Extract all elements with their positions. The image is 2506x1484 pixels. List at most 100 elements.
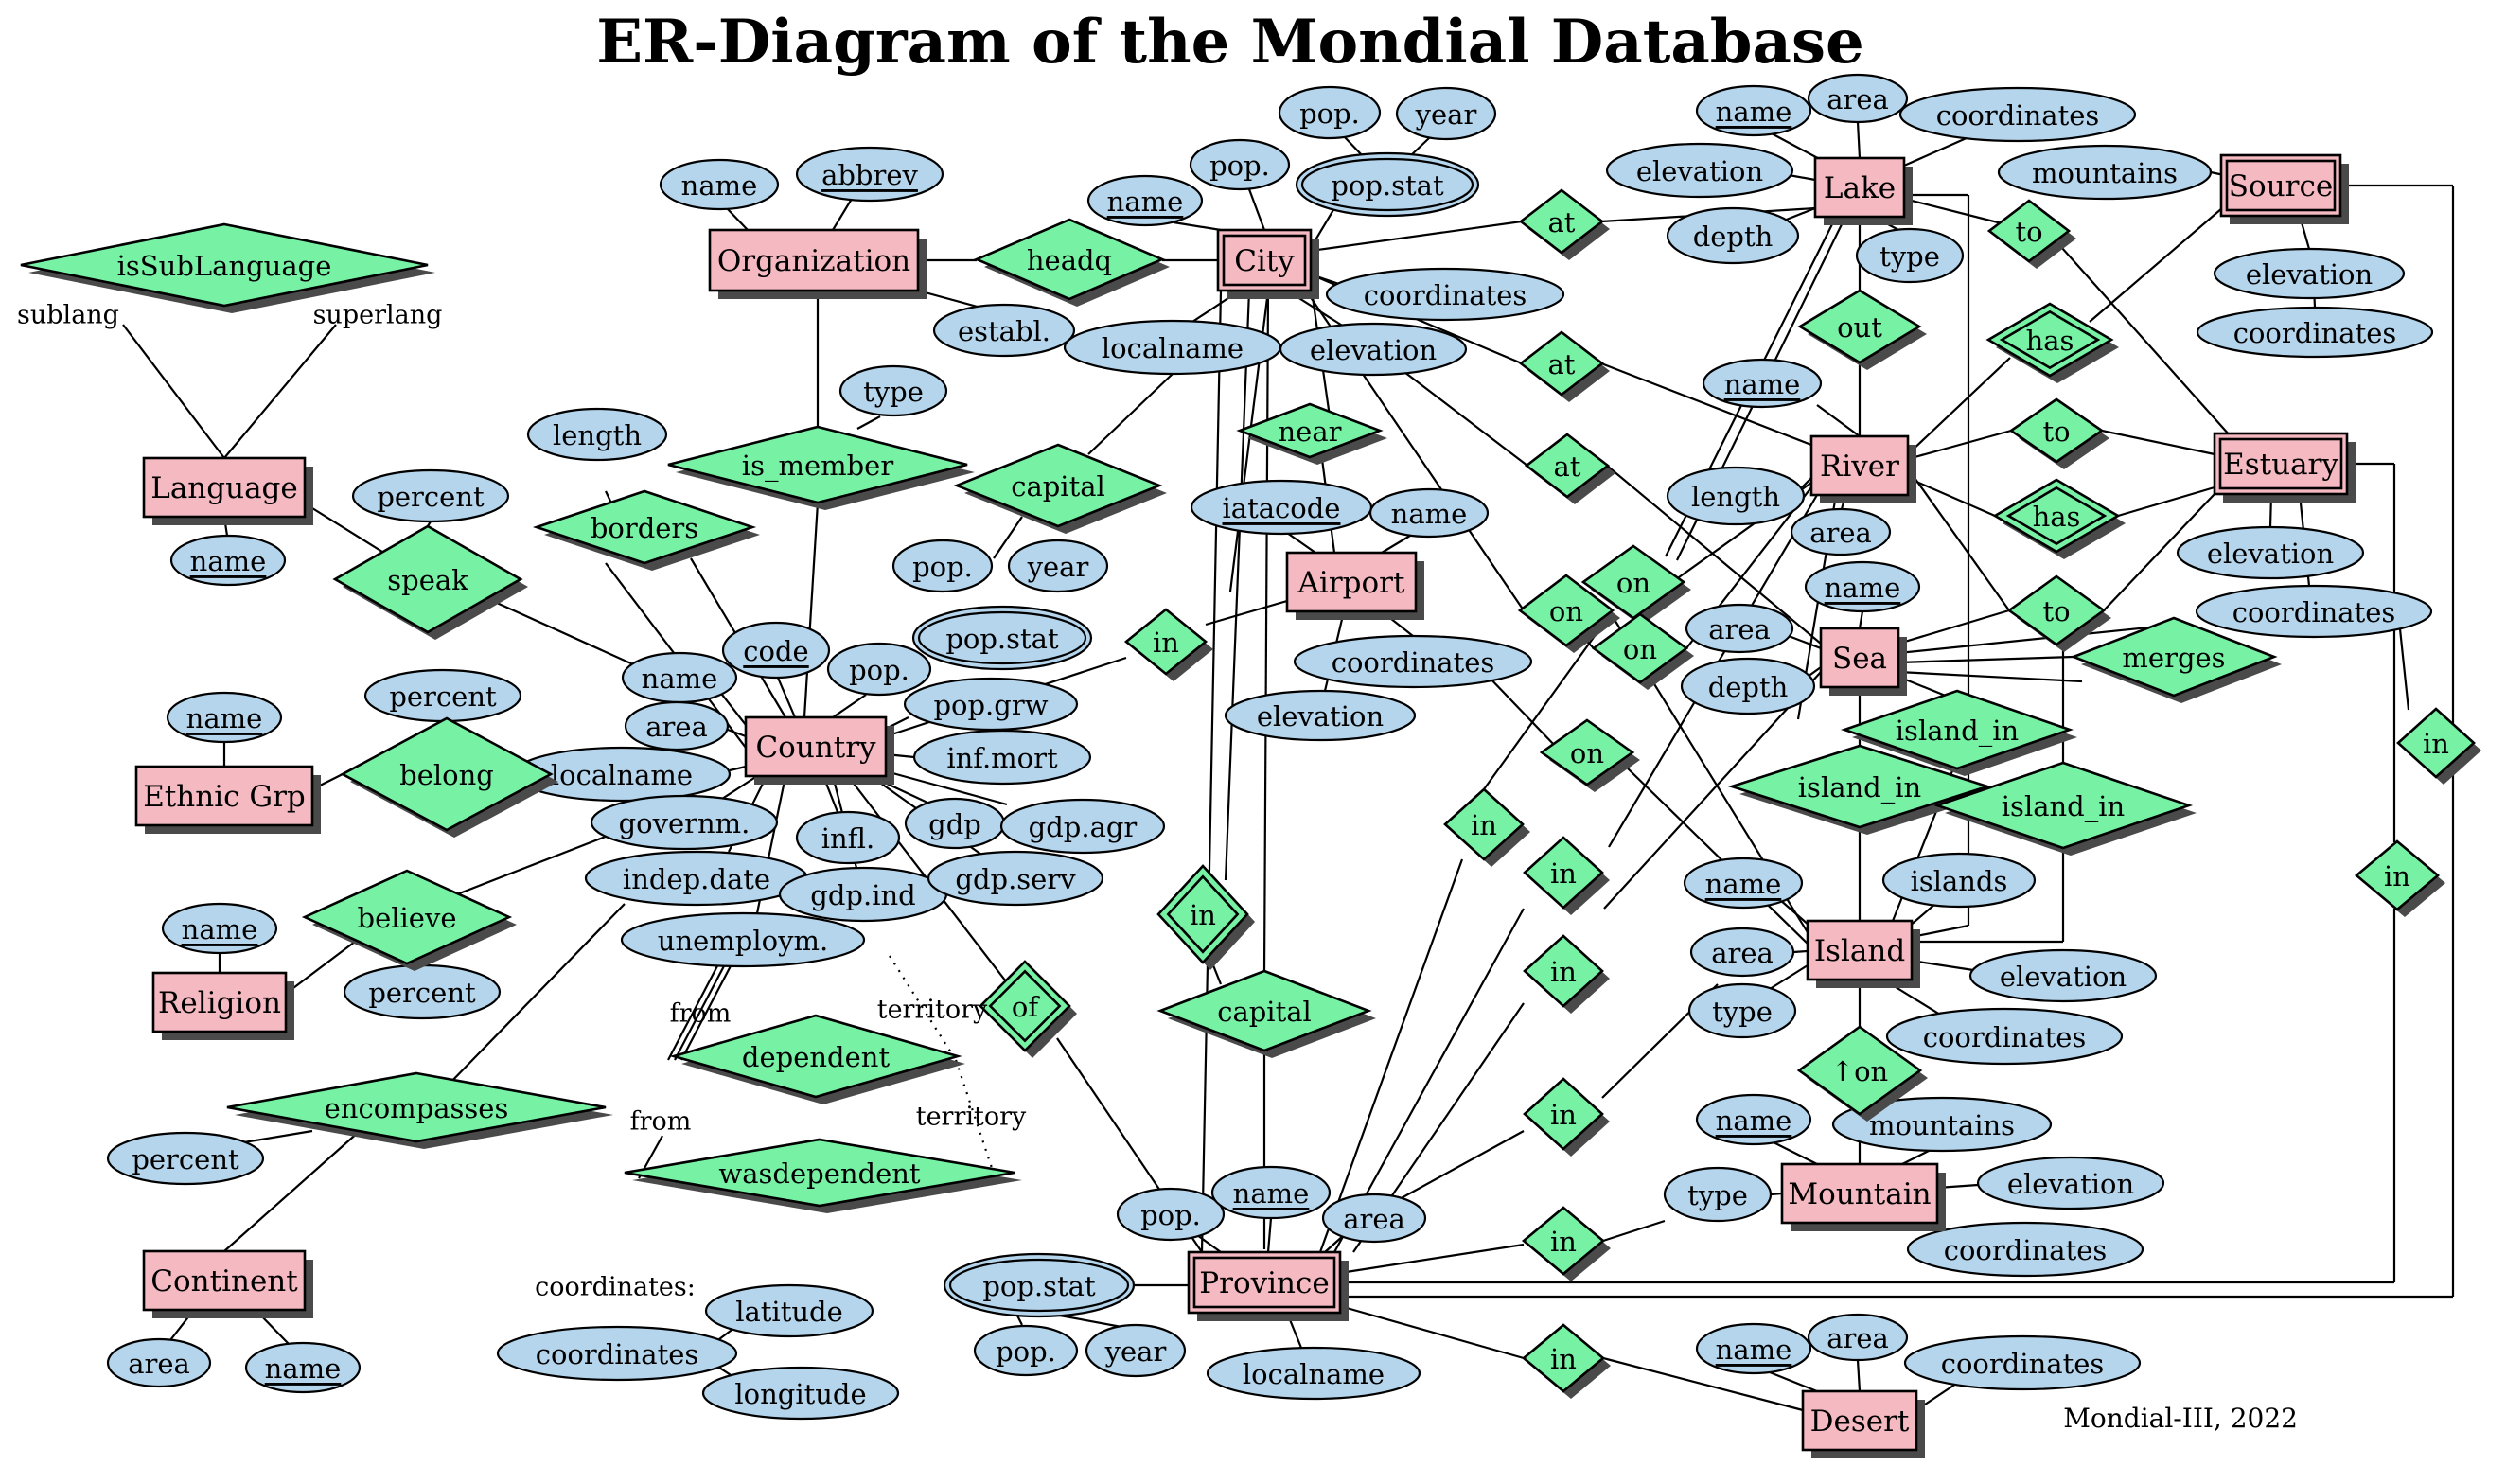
entity-religion: Religion — [151, 971, 294, 1040]
attribute-label: islands — [1911, 865, 2008, 897]
entity-label: Language — [150, 471, 298, 505]
relationship-label: believe — [358, 902, 457, 934]
attribute-c_localname: localname — [512, 746, 732, 803]
entity-continent: Continent — [142, 1249, 313, 1318]
attribute-airport_coord: coordinates — [1293, 634, 1533, 689]
relationship-label: encompasses — [325, 1092, 509, 1124]
relationship-label: out — [1837, 311, 1882, 344]
attribute-city_name: name — [1086, 174, 1204, 227]
entity-label: Continent — [150, 1264, 298, 1298]
attribute-label: percent — [132, 1143, 239, 1175]
attribute-label: area — [1711, 937, 1774, 969]
relationship-label: at — [1554, 450, 1581, 483]
role-label-sublang: sublang — [17, 301, 119, 330]
relationship-merges: merges — [2070, 616, 2282, 703]
attribute-label: percent — [389, 680, 497, 713]
attribute-isl_name: name — [1683, 857, 1804, 910]
attribute-label: coordinates — [1941, 1348, 2105, 1380]
relationship-in_p1: in — [1443, 787, 1530, 867]
attribute-label: percent — [368, 977, 476, 1009]
relationship-label: island_in — [2002, 790, 2125, 823]
relationship-has_est: has — [1992, 478, 2126, 559]
attribute-label: area — [1827, 83, 1889, 115]
diagram-title: ER-Diagram of the Mondial Database — [596, 7, 1864, 78]
attribute-label: area — [128, 1348, 190, 1380]
attribute-label: elevation — [2246, 258, 2373, 291]
relationship-label: is_member — [742, 450, 894, 483]
relationship-near: near — [1236, 402, 1387, 465]
attribute-label: abbrev — [821, 159, 918, 191]
attribute-label: pop. — [912, 551, 973, 583]
entity-source: Source — [2219, 153, 2349, 224]
attribute-believe_percent: percent — [343, 963, 502, 1020]
relationship-at_lake: at — [1518, 188, 1610, 260]
attribute-mtn_name: name — [1695, 1093, 1812, 1146]
attribute-label: year — [1104, 1335, 1167, 1368]
attribute-c_governm: governm. — [590, 794, 779, 851]
relationship-to_lake: to — [1986, 199, 2076, 269]
attribute-prov_year: year — [1085, 1323, 1187, 1378]
attribute-label: elevation — [2207, 538, 2334, 570]
entity-label: Estuary — [2223, 448, 2338, 482]
attribute-lake_depth: depth — [1666, 206, 1800, 265]
relationship-label: in — [1550, 1099, 1577, 1131]
attribute-label: area — [1708, 613, 1771, 645]
relationship-label: on — [1616, 567, 1650, 599]
relationship-label: in — [1550, 1226, 1577, 1258]
attribute-cont_area: area — [106, 1337, 212, 1388]
entity-label: Mountain — [1788, 1177, 1931, 1211]
relationship-on_d: on — [1539, 718, 1640, 792]
attribute-city_elev: elevation — [1279, 322, 1468, 377]
relationship-label: ↑on — [1831, 1055, 1888, 1087]
entity-label: Country — [755, 731, 876, 765]
relationship-out: out — [1797, 289, 1927, 370]
attribute-c_name: name — [621, 651, 738, 704]
attribute-prov_area: area — [1321, 1192, 1427, 1244]
attribute-c_gdpagr: gdp.agr — [999, 798, 1166, 855]
relationship-label: borders — [591, 512, 698, 544]
entity-estuary: Estuary — [2213, 432, 2356, 503]
relationship-encompasses: encompasses — [226, 1071, 613, 1149]
relationship-in_est: in — [2396, 707, 2481, 785]
attribute-label: name — [1107, 186, 1184, 218]
relationship-capital_p: capital — [1156, 969, 1376, 1058]
relationship-label: capital — [1217, 996, 1312, 1028]
attribute-label: depth — [1708, 671, 1789, 703]
attribute-label: pop. — [1299, 97, 1360, 130]
attribute-city_popstat: pop.stat — [1295, 151, 1480, 218]
attribute-label: name — [265, 1352, 342, 1385]
attribute-label: mountains — [2032, 157, 2178, 189]
attribute-label: type — [1712, 996, 1773, 1028]
attribute-city_localname: localname — [1063, 319, 1282, 376]
role-label-legend: coordinates: — [535, 1273, 696, 1302]
attribute-city_pop: pop. — [1278, 85, 1382, 140]
relationship-label: in — [2423, 728, 2449, 760]
attribute-c_gdp: gdp — [904, 797, 1006, 850]
attribute-label: name — [182, 913, 258, 945]
relationship-on_mtn: ↑on — [1796, 1025, 1928, 1122]
attribute-label: elevation — [1310, 334, 1437, 366]
relationship-at_sea: at — [1524, 433, 1615, 504]
attribute-label: type — [863, 376, 924, 408]
attribute-des_area: area — [1807, 1313, 1909, 1362]
attribute-label: length — [553, 419, 642, 451]
attribute-label: coordinates — [1944, 1234, 2108, 1266]
attribute-label: gdp.ind — [810, 879, 915, 911]
attribute-label: name — [1705, 868, 1782, 900]
attribute-leg_longitude: longitude — [701, 1366, 900, 1421]
entity-organization: Organization — [708, 228, 927, 299]
attribute-mtn_mountains: mountains — [1831, 1096, 2053, 1153]
attribute-label: gdp.agr — [1029, 811, 1138, 843]
relationship-on_a: on — [1517, 574, 1620, 653]
attribute-label: elevation — [1636, 155, 1763, 187]
relationship-in_p5: in — [1521, 1206, 1611, 1281]
attribute-label: type — [1687, 1179, 1748, 1211]
attribute-river_length: length — [1666, 466, 1806, 526]
attribute-des_coord: coordinates — [1903, 1334, 2142, 1391]
attribute-label: coordinates — [1332, 646, 1495, 679]
attribute-c_pop: pop. — [826, 642, 932, 697]
relationship-borders: borders — [532, 489, 760, 571]
relationship-label: to — [2042, 415, 2070, 448]
